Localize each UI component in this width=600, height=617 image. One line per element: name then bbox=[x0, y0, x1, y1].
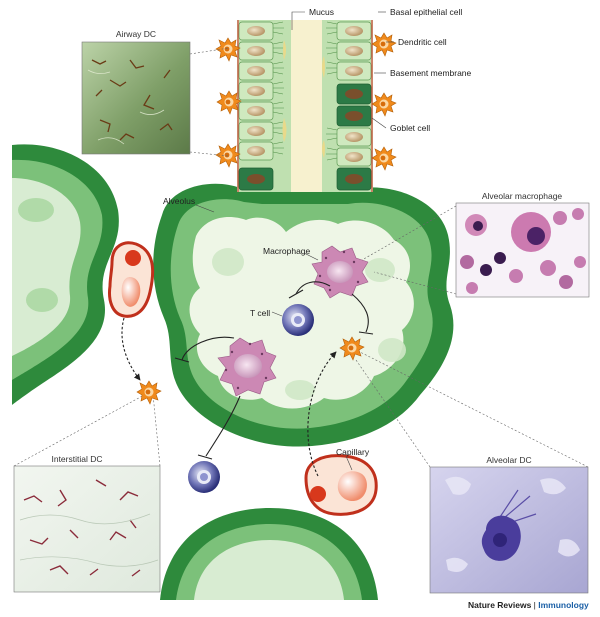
label-capillary: Capillary bbox=[336, 447, 370, 457]
macrophage-leader bbox=[303, 252, 319, 261]
inset-airway-dc bbox=[81, 41, 191, 155]
credit-publisher: Nature Reviews bbox=[468, 600, 532, 610]
t-cell-leader bbox=[271, 311, 283, 317]
label-basal-epithelial-cell: Basal epithelial cell bbox=[390, 7, 462, 17]
inhibition-bar bbox=[288, 289, 304, 299]
migration-arrow bbox=[307, 351, 337, 477]
inset-title-alveolar-macrophage: Alveolar macrophage bbox=[482, 191, 563, 201]
label-alveolus: Alveolus bbox=[163, 196, 195, 206]
macrophage-inhibits-t-cell bbox=[295, 281, 331, 295]
inset-title-airway-dc: Airway DC bbox=[116, 29, 156, 39]
inhibition-bar bbox=[358, 331, 374, 335]
airway bbox=[237, 20, 373, 192]
goblet-cell-leader bbox=[371, 117, 387, 129]
left-alveolus bbox=[12, 144, 119, 406]
macrophage-inhibits-t-cell-2 bbox=[205, 395, 241, 457]
airway-dendritic-cell bbox=[371, 92, 397, 117]
interstitial-dendritic-cell bbox=[136, 380, 162, 405]
capillary-bottom bbox=[304, 454, 378, 516]
capillary-leader bbox=[345, 455, 353, 471]
credit-journal: Immunology bbox=[538, 600, 589, 610]
capillary-left bbox=[108, 241, 155, 318]
t-cell-interstitium bbox=[188, 461, 220, 493]
inhibition-bar bbox=[174, 357, 190, 363]
bottom-alveolus bbox=[160, 508, 378, 600]
alveolus-leader bbox=[195, 204, 215, 213]
airway-dendritic-cell bbox=[215, 143, 241, 168]
inset-alveolar-dc bbox=[429, 466, 589, 594]
airway-dc-leader bbox=[189, 47, 230, 157]
label-basement-membrane: Basement membrane bbox=[390, 68, 472, 78]
interstitial-macrophage bbox=[217, 337, 277, 397]
inset-title-interstitial-dc: Interstitial DC bbox=[51, 454, 102, 464]
inhibition-bar bbox=[197, 454, 213, 460]
journal-credit: Nature Reviews | Immunology bbox=[468, 600, 589, 610]
airway-dendritic-cell bbox=[371, 32, 397, 57]
t-cell bbox=[282, 304, 314, 336]
alveolar-dc-leader bbox=[355, 351, 589, 468]
label-t-cell: T cell bbox=[250, 308, 270, 318]
label-mucus: Mucus bbox=[309, 7, 334, 17]
credit-separator: | bbox=[531, 600, 539, 610]
airway-dendritic-cell bbox=[371, 146, 397, 171]
migration-arrow bbox=[121, 317, 141, 381]
inset-interstitial-dc bbox=[13, 465, 161, 593]
label-goblet-cell: Goblet cell bbox=[390, 123, 430, 133]
interstitial-dc-leader bbox=[13, 393, 161, 467]
macrophage-inhibits-dc bbox=[351, 293, 369, 333]
macrophage bbox=[311, 245, 369, 299]
inset-alveolar-macrophage bbox=[455, 202, 590, 298]
label-dendritic-cell: Dendritic cell bbox=[398, 37, 447, 47]
label-macrophage: Macrophage bbox=[263, 246, 311, 256]
inset-title-alveolar-dc: Alveolar DC bbox=[486, 455, 531, 465]
macrophage-inhibits-interstitial-dc bbox=[181, 336, 235, 361]
mucus-leader bbox=[291, 11, 305, 30]
